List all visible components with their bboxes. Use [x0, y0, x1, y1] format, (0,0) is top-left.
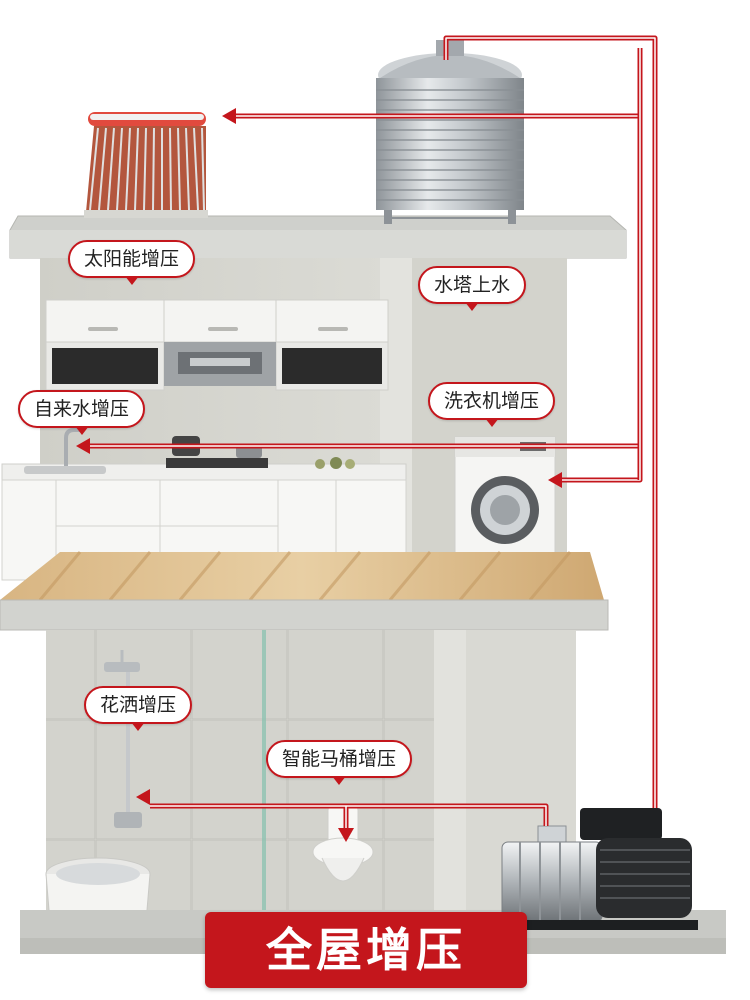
upper-wood-floor [0, 551, 609, 631]
callout-shower-pressurization: 花洒增压 [84, 686, 193, 731]
solar-water-heater-icon [84, 112, 208, 218]
faucet-icon [64, 428, 80, 466]
pressurized-pipe-lines [76, 35, 658, 842]
callout-tap-water-pressurization: 自来水增压 [18, 390, 146, 435]
callout-water-tower-supply: 水塔上水 [418, 266, 527, 311]
kitchen-cabinets-icon [45, 299, 389, 391]
whole-house-pressurization-banner: 全屋增压 [205, 912, 527, 988]
callout-solar-pressurization: 太阳能增压 [68, 240, 196, 285]
toilet-icon [312, 805, 374, 882]
booster-pump-icon [501, 808, 698, 930]
water-tower-icon [376, 40, 524, 224]
callout-smart-toilet-pressurization: 智能马桶增压 [266, 740, 413, 785]
callout-washing-machine-pressurization: 洗衣机增压 [428, 382, 556, 427]
range-hood-icon [164, 342, 276, 386]
